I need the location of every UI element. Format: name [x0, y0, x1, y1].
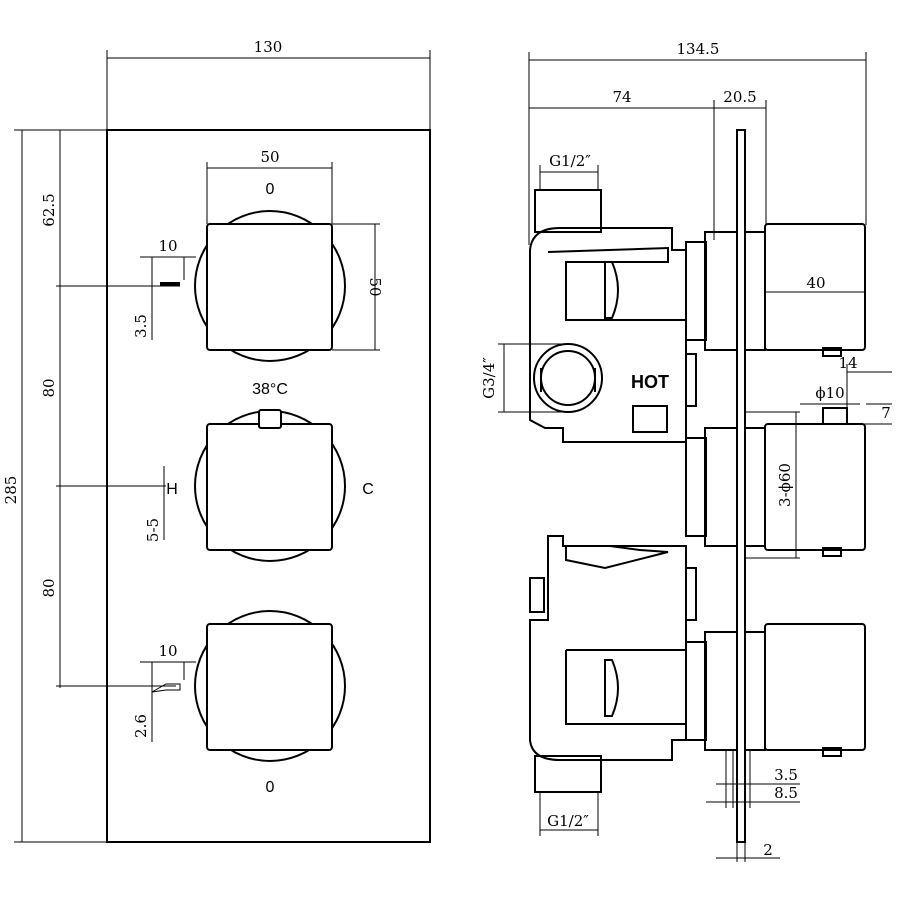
- dim-top-outlet-gap: 3.5: [132, 314, 150, 338]
- dim-total-depth: 134.5: [677, 40, 720, 58]
- side-view: 134.5 74 20.5 G1/2″ G3/4″ HOT: [480, 40, 892, 862]
- dim-top-outlet: 10: [158, 237, 177, 255]
- diverter-wedge: [565, 545, 669, 570]
- dim-washer-2: 8.5: [774, 784, 798, 802]
- dim-height: 285: [2, 476, 20, 505]
- bottom-diverter-knob[interactable]: [194, 610, 346, 762]
- dim-knob-width: 50: [260, 148, 279, 166]
- cover-plate: [736, 129, 746, 843]
- dim-knob-depth: 40: [806, 274, 825, 292]
- dim-bot-outlet-gap: 2.6: [132, 714, 150, 738]
- front-view: 130 285 62.5 80 80 50 50 0: [2, 38, 431, 843]
- dim-spindle-offset: 7: [881, 404, 891, 422]
- dim-spindle-len: 14: [838, 354, 857, 372]
- top-inlet-label: G1/2″: [549, 152, 591, 170]
- top-knob-label: 0: [266, 181, 275, 198]
- thermostat-knob-side: [764, 423, 866, 551]
- hot-inlet-label: HOT: [631, 372, 669, 392]
- dim-knob-height: 50: [366, 277, 384, 296]
- top-inlet-pipe: [534, 189, 602, 233]
- temperature-label: 38°C: [252, 381, 288, 398]
- shower-head-icon: [140, 256, 196, 340]
- valve-body-top: [529, 227, 687, 443]
- cartridge-cutaway-top: [604, 261, 619, 319]
- dim-washer-1: 3.5: [774, 766, 798, 784]
- side-inlet-label: G3/4″: [480, 357, 498, 399]
- side-inlet-fitting: [533, 343, 603, 413]
- cartridge-cutaway-bottom: [604, 659, 619, 717]
- hand-shower-icon: [140, 661, 196, 742]
- dim-bot-outlet: 10: [158, 642, 177, 660]
- dim-knob-dia: 3-ϕ60: [776, 463, 794, 507]
- bottom-inlet-label: G1/2″: [547, 812, 589, 830]
- dim-mid-gap: 5-5: [144, 518, 162, 542]
- dim-top-offset: 62.5: [40, 193, 58, 226]
- dim-spindle-dia: ϕ10: [815, 384, 844, 402]
- dim-plate-thickness: 2: [763, 841, 773, 859]
- top-diverter-knob[interactable]: [194, 210, 346, 362]
- bottom-knob-label: 0: [266, 779, 275, 796]
- top-knob-side: [764, 223, 866, 351]
- bottom-inlet-pipe: [534, 755, 602, 793]
- bottom-knob-side: [764, 623, 866, 751]
- valve-body-bottom: [529, 535, 687, 761]
- dim-spacing-1: 80: [40, 378, 58, 397]
- dim-plate-offset: 20.5: [723, 88, 756, 106]
- dim-width: 130: [254, 38, 283, 56]
- thermostat-knob[interactable]: [194, 409, 346, 562]
- hot-mark-label: H: [166, 481, 178, 498]
- dim-spacing-2: 80: [40, 578, 58, 597]
- dim-body-depth: 74: [612, 88, 631, 106]
- cold-mark-label: C: [362, 481, 374, 498]
